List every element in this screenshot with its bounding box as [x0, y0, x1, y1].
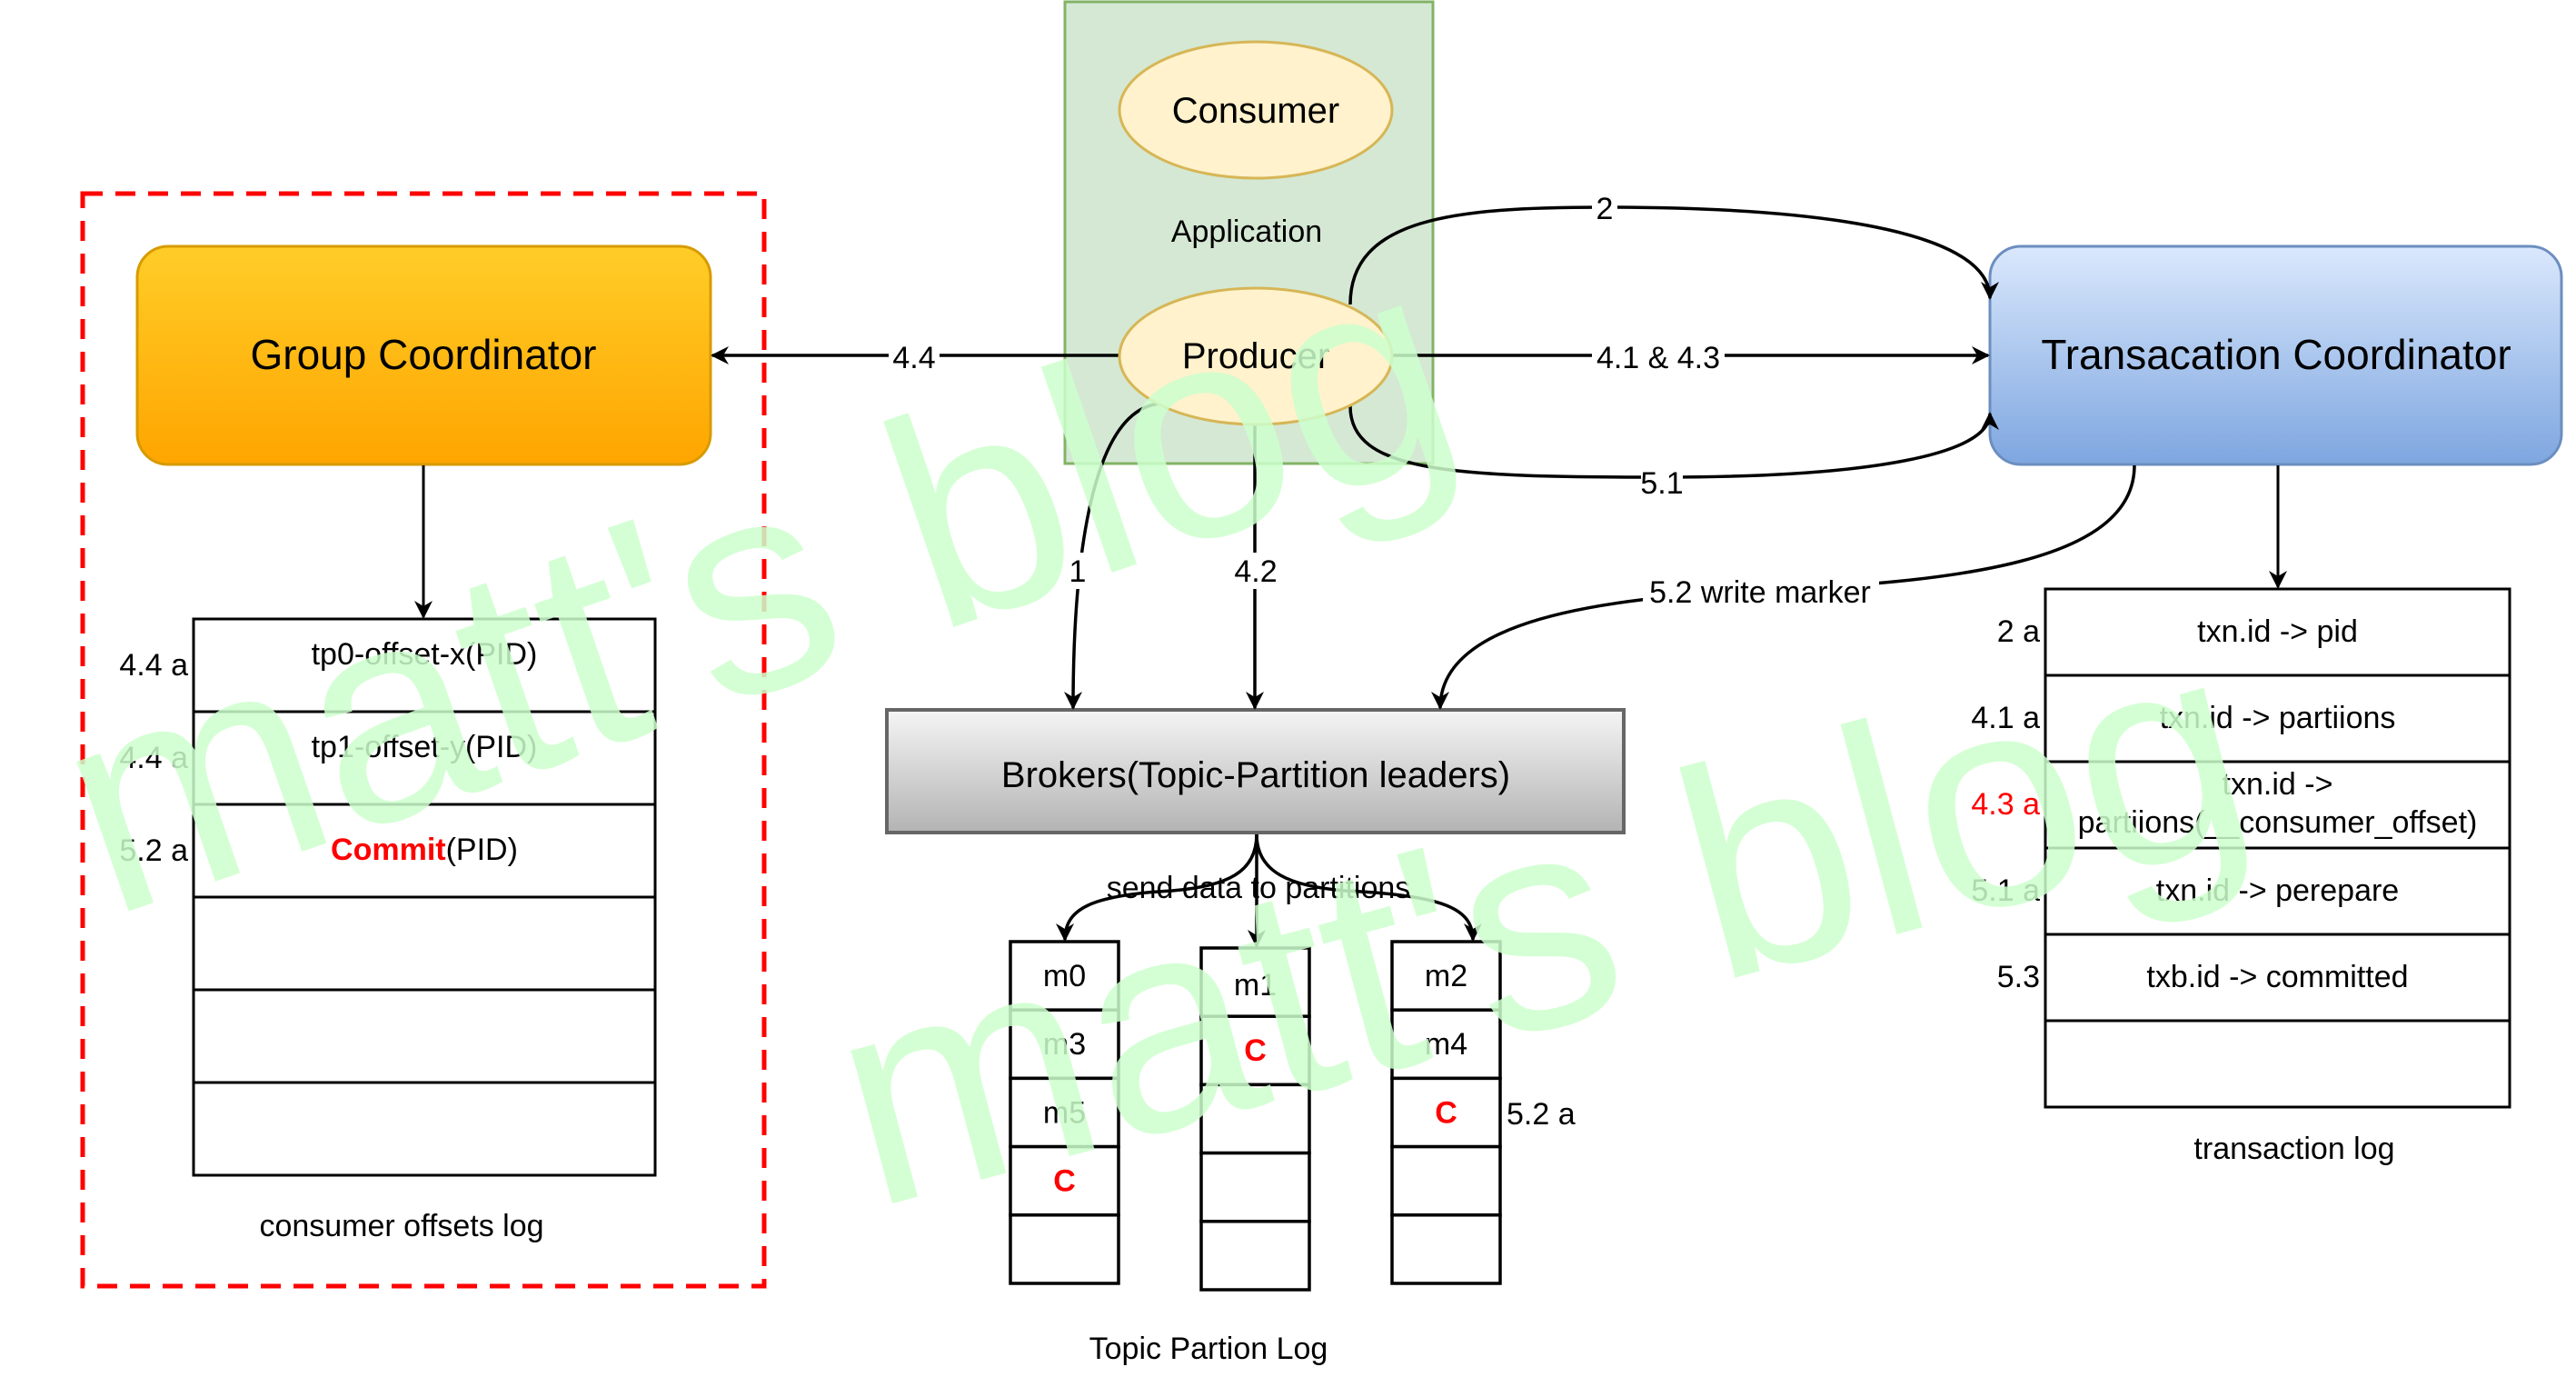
transaction-log-row [2044, 674, 2511, 763]
consumer-node[interactable] [1118, 40, 1394, 180]
edge-send-right[interactable] [1255, 833, 1482, 942]
transaction-log-entry: partiions(__consumer_offset) [2078, 805, 2478, 840]
partition-cell [1390, 1144, 1502, 1217]
offsets-log-step: 4.4 a [119, 648, 188, 683]
transaction-log-row [2044, 760, 2511, 850]
topic-partition-log-title: Topic Partion Log [1089, 1332, 1328, 1366]
transaction-coordinator-node[interactable] [1988, 244, 2563, 466]
transaction-log-step: 5.1 a [1971, 873, 2040, 908]
partition-cell [1390, 1008, 1502, 1081]
group-coordinator-label: Group Coordinator [251, 331, 597, 378]
transaction-log-step: 4.3 a [1971, 787, 2040, 822]
transaction-log-entry: txn.id -> [2223, 767, 2333, 802]
commit-marker: C [1435, 1095, 1457, 1130]
partition-cell [1009, 940, 1120, 1012]
partition-cell [1390, 1076, 1502, 1149]
highlight-box [80, 191, 767, 1289]
transaction-log-title: transaction log [2193, 1132, 2394, 1166]
transaction-log-entry: txn.id -> perepare [2156, 873, 2399, 908]
transaction-log: 2 a txn.id -> pid 4.1 a txn.id -> partiions… [1971, 587, 2511, 1109]
transaction-log-row [2044, 1019, 2511, 1109]
transaction-log-entry: txb.id -> committed [2146, 960, 2408, 994]
edge-label-4-2: 4.2 [1234, 554, 1277, 589]
partition-cell [1199, 1083, 1311, 1155]
partition-column: m2 m4C [1390, 940, 1502, 1285]
partition-cell [1009, 1213, 1120, 1285]
edge-2[interactable] [1348, 205, 1999, 305]
offsets-log-row [192, 803, 657, 899]
offsets-log-entry: tp1-offset-y(PID) [312, 730, 538, 764]
message-entry: m5 [1043, 1095, 1086, 1130]
transaction-log-row [2044, 933, 2511, 1023]
partition-column: m1C [1199, 946, 1311, 1292]
offsets-log-row [192, 1081, 657, 1177]
consumer-offsets-log-title: consumer offsets log [259, 1209, 543, 1243]
transaction-log-entry: txn.id -> partiions [2160, 701, 2396, 735]
message-entry: m3 [1043, 1027, 1086, 1062]
topic-partition-annotation: 5.2 a [1507, 1097, 1576, 1132]
edge-label-5-1: 5.1 [1640, 466, 1683, 501]
commit-marker: C [1244, 1033, 1267, 1068]
message-entry: m4 [1425, 1027, 1467, 1062]
commit-marker: C [1053, 1164, 1076, 1199]
message-entry: m1 [1234, 968, 1277, 1003]
transaction-log-row [2044, 587, 2511, 677]
commit-marker: Commit [331, 833, 446, 867]
transaction-log-step: 2 a [1997, 614, 2040, 649]
offsets-log-row [192, 617, 657, 713]
partition-cell [1199, 1220, 1311, 1292]
consumer-label: Consumer [1172, 91, 1340, 131]
transaction-log-step: 4.1 a [1971, 701, 2040, 735]
partition-cell [1009, 1008, 1120, 1081]
consumer-offsets-log: 4.4 a tp0-offset-x(PID) 4.4 a tp1-offset-y(… [119, 617, 657, 1177]
offsets-log-entry: Commit(PID) [331, 833, 518, 867]
offsets-log-row [192, 895, 657, 992]
edge-label-1: 1 [1069, 554, 1087, 589]
partition-column: m0 m3 m5C [1009, 940, 1120, 1285]
offsets-log-entry: tp0-offset-x(PID) [312, 637, 538, 672]
brokers-label: Brokers(Topic-Partition leaders) [1001, 755, 1510, 795]
edge-label-send: send data to partitions [1107, 871, 1411, 905]
partition-cell [1009, 1144, 1120, 1217]
producer-label: Producer [1182, 336, 1329, 376]
partition-cell [1199, 1151, 1311, 1223]
transaction-log-step: 5.3 [1997, 960, 2040, 994]
edge-label-5-2: 5.2 write marker [1649, 575, 1871, 610]
message-entry: m2 [1425, 959, 1467, 993]
edge-label-4-1-4-3: 4.1 & 4.3 [1596, 341, 1720, 375]
offsets-log-step: 5.2 a [119, 833, 188, 868]
brokers-node[interactable] [885, 708, 1626, 834]
edge-labels: 4.4 4.1 & 4.3 2 5.1 1 4.2 5.2 write mark… [889, 191, 1879, 905]
transaction-log-row [2044, 846, 2511, 936]
transaction-coordinator-label: Transacation Coordinator [2041, 331, 2511, 378]
edge-1[interactable] [1064, 402, 1161, 710]
partition-cell [1199, 1014, 1311, 1087]
offsets-log-row [192, 988, 657, 1084]
application-label: Application [1171, 215, 1322, 249]
transaction-log-entry: txn.id -> pid [2197, 614, 2358, 649]
offsets-log-step: 4.4 a [119, 741, 188, 775]
partition-cell [1199, 946, 1311, 1018]
producer-node[interactable] [1118, 286, 1394, 426]
message-entry: m0 [1043, 959, 1086, 993]
edge-label-4-4: 4.4 [892, 341, 935, 375]
edge-send-left[interactable] [1056, 833, 1258, 942]
edge-label-2: 2 [1596, 192, 1614, 226]
partition-cell [1390, 1213, 1502, 1285]
